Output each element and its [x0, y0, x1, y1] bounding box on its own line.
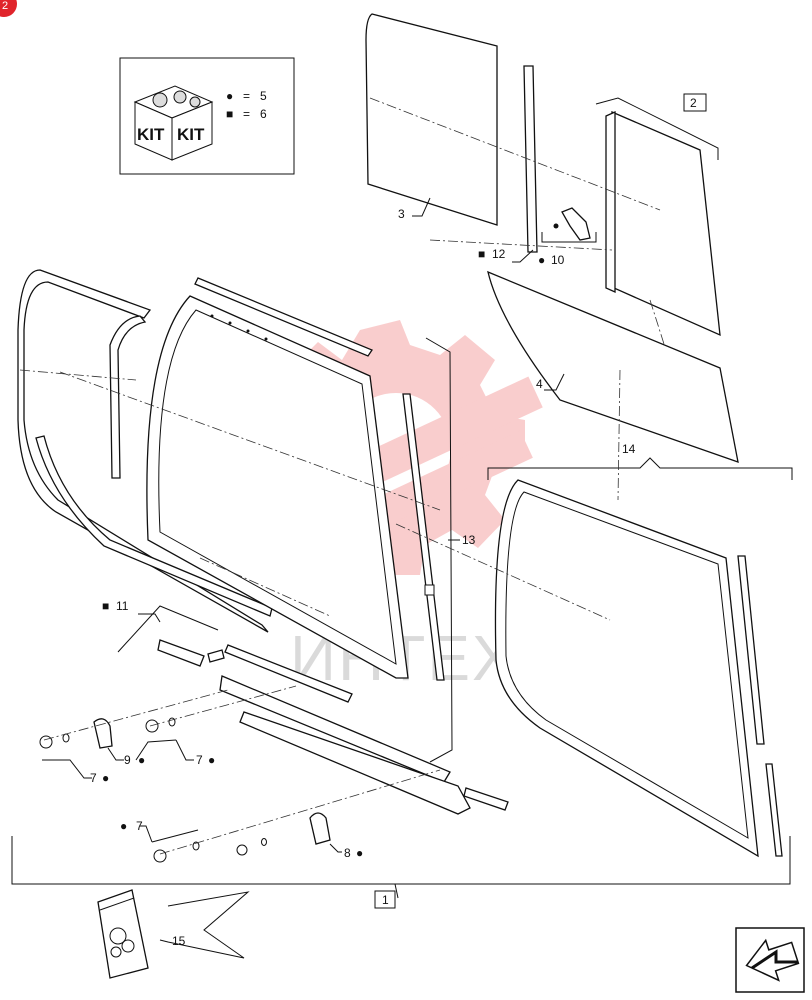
callout-1: 1 — [382, 893, 389, 907]
callout-10: 10 — [551, 253, 565, 267]
alignment-lines — [19, 97, 665, 855]
callout-12: 12 — [492, 247, 506, 261]
leader-lines — [11, 605, 791, 959]
part-2-door: 2 — [595, 93, 721, 337]
part-12-seal — [512, 65, 538, 263]
svg-text:●: ● — [102, 771, 109, 785]
callout-14: 14 — [622, 442, 636, 456]
svg-text:2: 2 — [2, 0, 8, 12]
svg-text:KIT: KIT — [177, 125, 205, 144]
legend-circle-value: 5 — [260, 89, 267, 103]
legend-square-value: 6 — [260, 107, 267, 121]
main-window-frame — [146, 295, 409, 679]
part-13-strip — [402, 337, 460, 763]
symbol-square-12: ■ — [478, 247, 485, 261]
svg-text:●: ● — [208, 753, 215, 767]
svg-text:●: ● — [138, 753, 145, 767]
fasteners — [39, 717, 331, 863]
callout-4: 4 — [536, 377, 543, 391]
legend-circle-symbol: ● — [226, 89, 233, 103]
callout-7-a: 7 — [90, 771, 97, 785]
callout-13: 13 — [462, 533, 476, 547]
callout-7-b: 7 — [196, 753, 203, 767]
svg-text:KIT: KIT — [137, 125, 165, 144]
symbol-circle-10: ● — [538, 253, 545, 267]
callout-3: 3 — [398, 207, 405, 221]
part-3-glass — [365, 13, 498, 226]
part-14-window — [487, 457, 793, 858]
symbol-square-11: ■ — [102, 599, 109, 613]
callout-labels: 3 ■ 12 ● 10 4 14 13 ■ 11 9 ● 7 ● 7 ● ● 7… — [90, 207, 636, 948]
callout-11: 11 — [116, 599, 129, 613]
svg-text:=: = — [243, 107, 250, 121]
svg-text:●: ● — [120, 819, 127, 833]
kit-box-icon: KIT KIT — [133, 85, 214, 161]
corner-badge: 2 — [0, 0, 17, 17]
kit-legend-box: KIT KIT ● = 5 ■ = 6 — [119, 57, 295, 175]
callout-9: 9 — [124, 753, 131, 767]
callout-15: 15 — [172, 934, 186, 948]
lower-rails — [157, 639, 509, 815]
callout-8: 8 — [344, 846, 351, 860]
svg-text:●: ● — [356, 846, 363, 860]
svg-text:2: 2 — [690, 96, 697, 110]
svg-text:=: = — [243, 89, 250, 103]
part-10-latch — [541, 207, 597, 243]
arrow-back-icon[interactable] — [735, 927, 805, 993]
part-15-bag — [97, 889, 149, 979]
part-4-glass — [487, 270, 739, 463]
legend-square-symbol: ■ — [226, 107, 233, 121]
callout-7-c: 7 — [136, 819, 143, 833]
top-seal-strip — [194, 277, 373, 357]
